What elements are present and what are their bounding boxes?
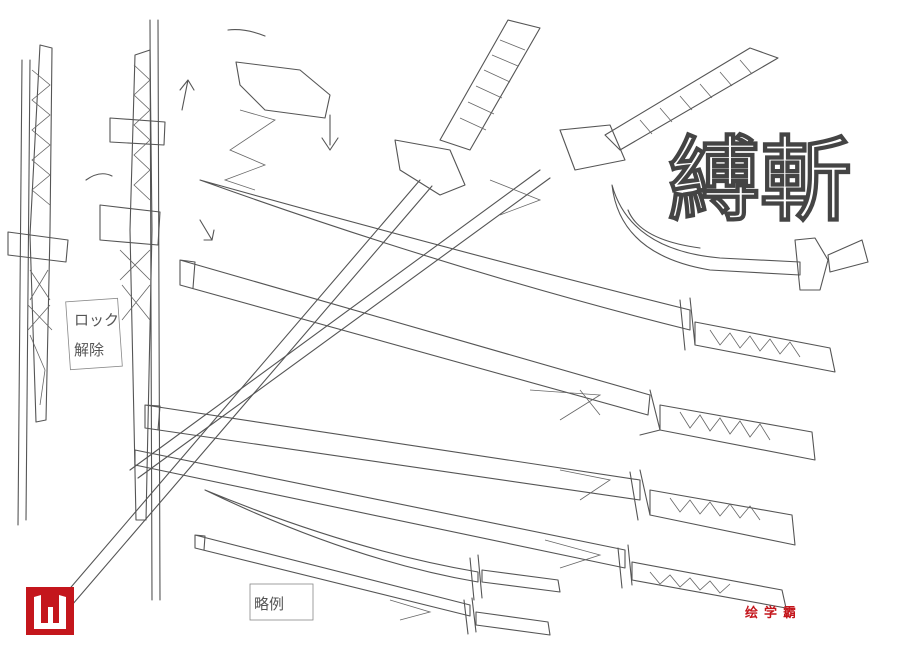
note-lock-release-line2: 解除 — [74, 341, 104, 359]
vertical-sword-second — [85, 19, 195, 601]
horizontal-sword-1 — [199, 179, 836, 373]
watermark-text: 绘学霸 — [745, 606, 803, 621]
horizontal-sword-3 — [144, 404, 796, 546]
note-lock-release-line1: ロック — [74, 311, 119, 329]
logo-w-icon — [34, 595, 66, 629]
hilt-detail-sketch — [199, 29, 339, 241]
crescent-blade — [611, 184, 869, 291]
note-simplified-text: 略例 — [254, 595, 284, 613]
diagonal-sword-2 — [129, 47, 779, 479]
note-simplified: 略例 — [249, 583, 314, 621]
horizontal-sword-4 — [134, 449, 787, 609]
vertical-sword-left — [7, 44, 69, 526]
watermark-logo — [26, 587, 74, 635]
short-sword-2 — [194, 534, 551, 636]
horizontal-sword-2 — [179, 259, 816, 461]
note-lock-release: ロック 解除 — [65, 297, 123, 371]
short-sword-1 — [204, 489, 561, 601]
title-kanji: 縛斬 — [668, 126, 852, 234]
